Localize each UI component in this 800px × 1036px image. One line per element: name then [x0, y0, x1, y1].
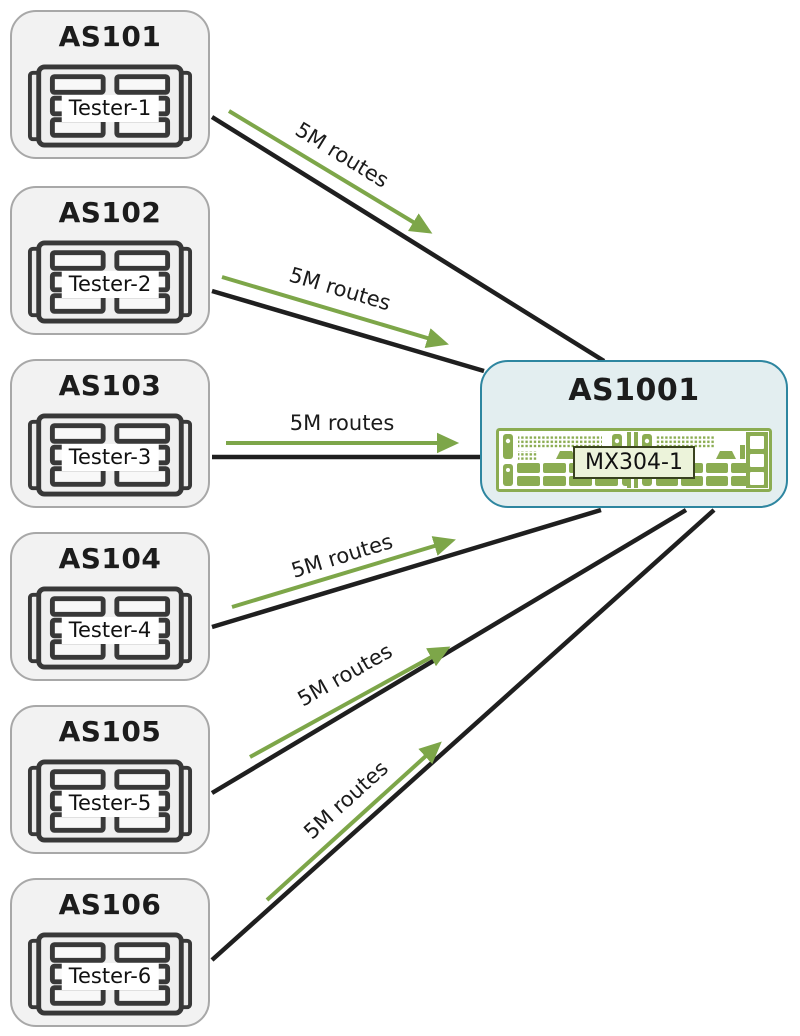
asn-label: AS102 [58, 196, 162, 229]
session-line-as104 [211, 507, 602, 630]
asn-label: AS103 [58, 369, 162, 402]
session-line-as101 [210, 115, 606, 363]
core-device-label: MX304-1 [573, 446, 695, 479]
session-line-as106 [210, 508, 716, 962]
asn-label: AS105 [58, 715, 162, 748]
tester-device-label: Tester-6 [61, 963, 159, 990]
core-node-as1001: AS1001 [480, 360, 788, 508]
tester-node-as106: AS106 Tester-6 [10, 878, 210, 1027]
asn-label: AS106 [58, 888, 162, 921]
tester-node-as105: AS105 Tester-5 [10, 705, 210, 854]
asn-label: AS1001 [568, 373, 700, 408]
tester-device-label: Tester-1 [61, 95, 159, 122]
tester-node-as101: AS101 Tester-1 [10, 10, 210, 159]
bgp-session-lines [210, 115, 716, 962]
route-arrow-as102 [221, 275, 449, 348]
tester-device-label: Tester-5 [61, 790, 159, 817]
route-arrow-as101 [227, 109, 433, 234]
tester-node-as104: AS104 Tester-4 [10, 532, 210, 681]
tester-device-label: Tester-3 [61, 444, 159, 471]
tester-device-label: Tester-4 [61, 617, 159, 644]
route-arrow-as106 [265, 741, 442, 902]
link-label: 5M routes [289, 411, 395, 435]
session-line-as102 [211, 288, 485, 374]
tester-device-label: Tester-2 [61, 271, 159, 298]
asn-label: AS101 [58, 20, 162, 53]
route-arrow-as105 [249, 646, 451, 759]
route-advertisement-arrows [221, 109, 460, 902]
tester-node-as103: AS103 Tester-3 [10, 359, 210, 508]
route-arrow-as104 [231, 536, 456, 609]
asn-label: AS104 [58, 542, 162, 575]
tester-node-as102: AS102 Tester-2 [10, 186, 210, 335]
